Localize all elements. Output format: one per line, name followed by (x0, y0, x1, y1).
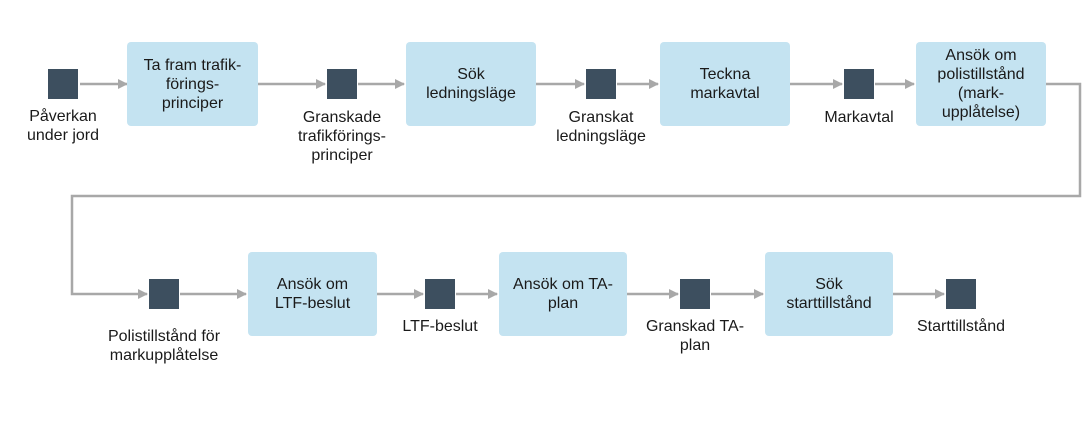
milestone-marker (680, 279, 710, 309)
process-ansok-om-ltf-beslut: Ansök om LTF-beslut (248, 252, 377, 336)
process-ansok-om-polistillstand: Ansök om polistillstånd (mark- upplåtels… (916, 42, 1046, 126)
milestone-label-markavtal: Markavtal (824, 109, 894, 126)
milestone-label-starttillstand: Starttillstånd (916, 318, 1006, 335)
milestone-label-ltf-beslut: LTF-beslut (402, 318, 478, 335)
milestone-marker (327, 69, 357, 99)
process-label: Ta fram trafik- förings- principer (143, 56, 242, 112)
process-ansok-om-ta-plan: Ansök om TA- plan (499, 252, 627, 336)
milestone-marker (844, 69, 874, 99)
process-teckna-markavtal: Teckna markavtal (660, 42, 790, 126)
process-label: Ansök om TA- plan (513, 276, 613, 312)
milestone-label-granskat-ledningslage: Granskat ledningsläge (556, 109, 646, 145)
process-label: Ansök om LTF-beslut (274, 276, 351, 312)
milestone-marker (48, 69, 78, 99)
milestone-label-granskad-ta-plan: Granskad TA- plan (645, 318, 745, 354)
milestone-label-polistillstand-for-markupplatelse: Polistillstånd för markupplåtelse (107, 328, 221, 364)
milestone-marker (586, 69, 616, 99)
milestone-label-paverkan-under-jord: Påverkan under jord (26, 108, 100, 144)
process-label: Teckna markavtal (690, 66, 760, 102)
process-ta-fram-trafikforingsprinciper: Ta fram trafik- förings- principer (127, 42, 258, 126)
process-sok-ledningslage: Sök ledningsläge (406, 42, 536, 126)
process-sok-starttillstand: Sök starttillstånd (765, 252, 893, 336)
process-label: Ansök om polistillstånd (mark- upplåtels… (937, 47, 1025, 121)
connector-p4-m5 (70, 82, 1082, 299)
process-label: Sök ledningsläge (426, 66, 516, 102)
milestone-marker (149, 279, 179, 309)
milestone-marker (946, 279, 976, 309)
milestone-label-granskade-trafikforingsprinciper: Granskade trafikförings- principer (297, 109, 387, 164)
process-label: Sök starttillstånd (786, 276, 872, 312)
milestone-marker (425, 279, 455, 309)
